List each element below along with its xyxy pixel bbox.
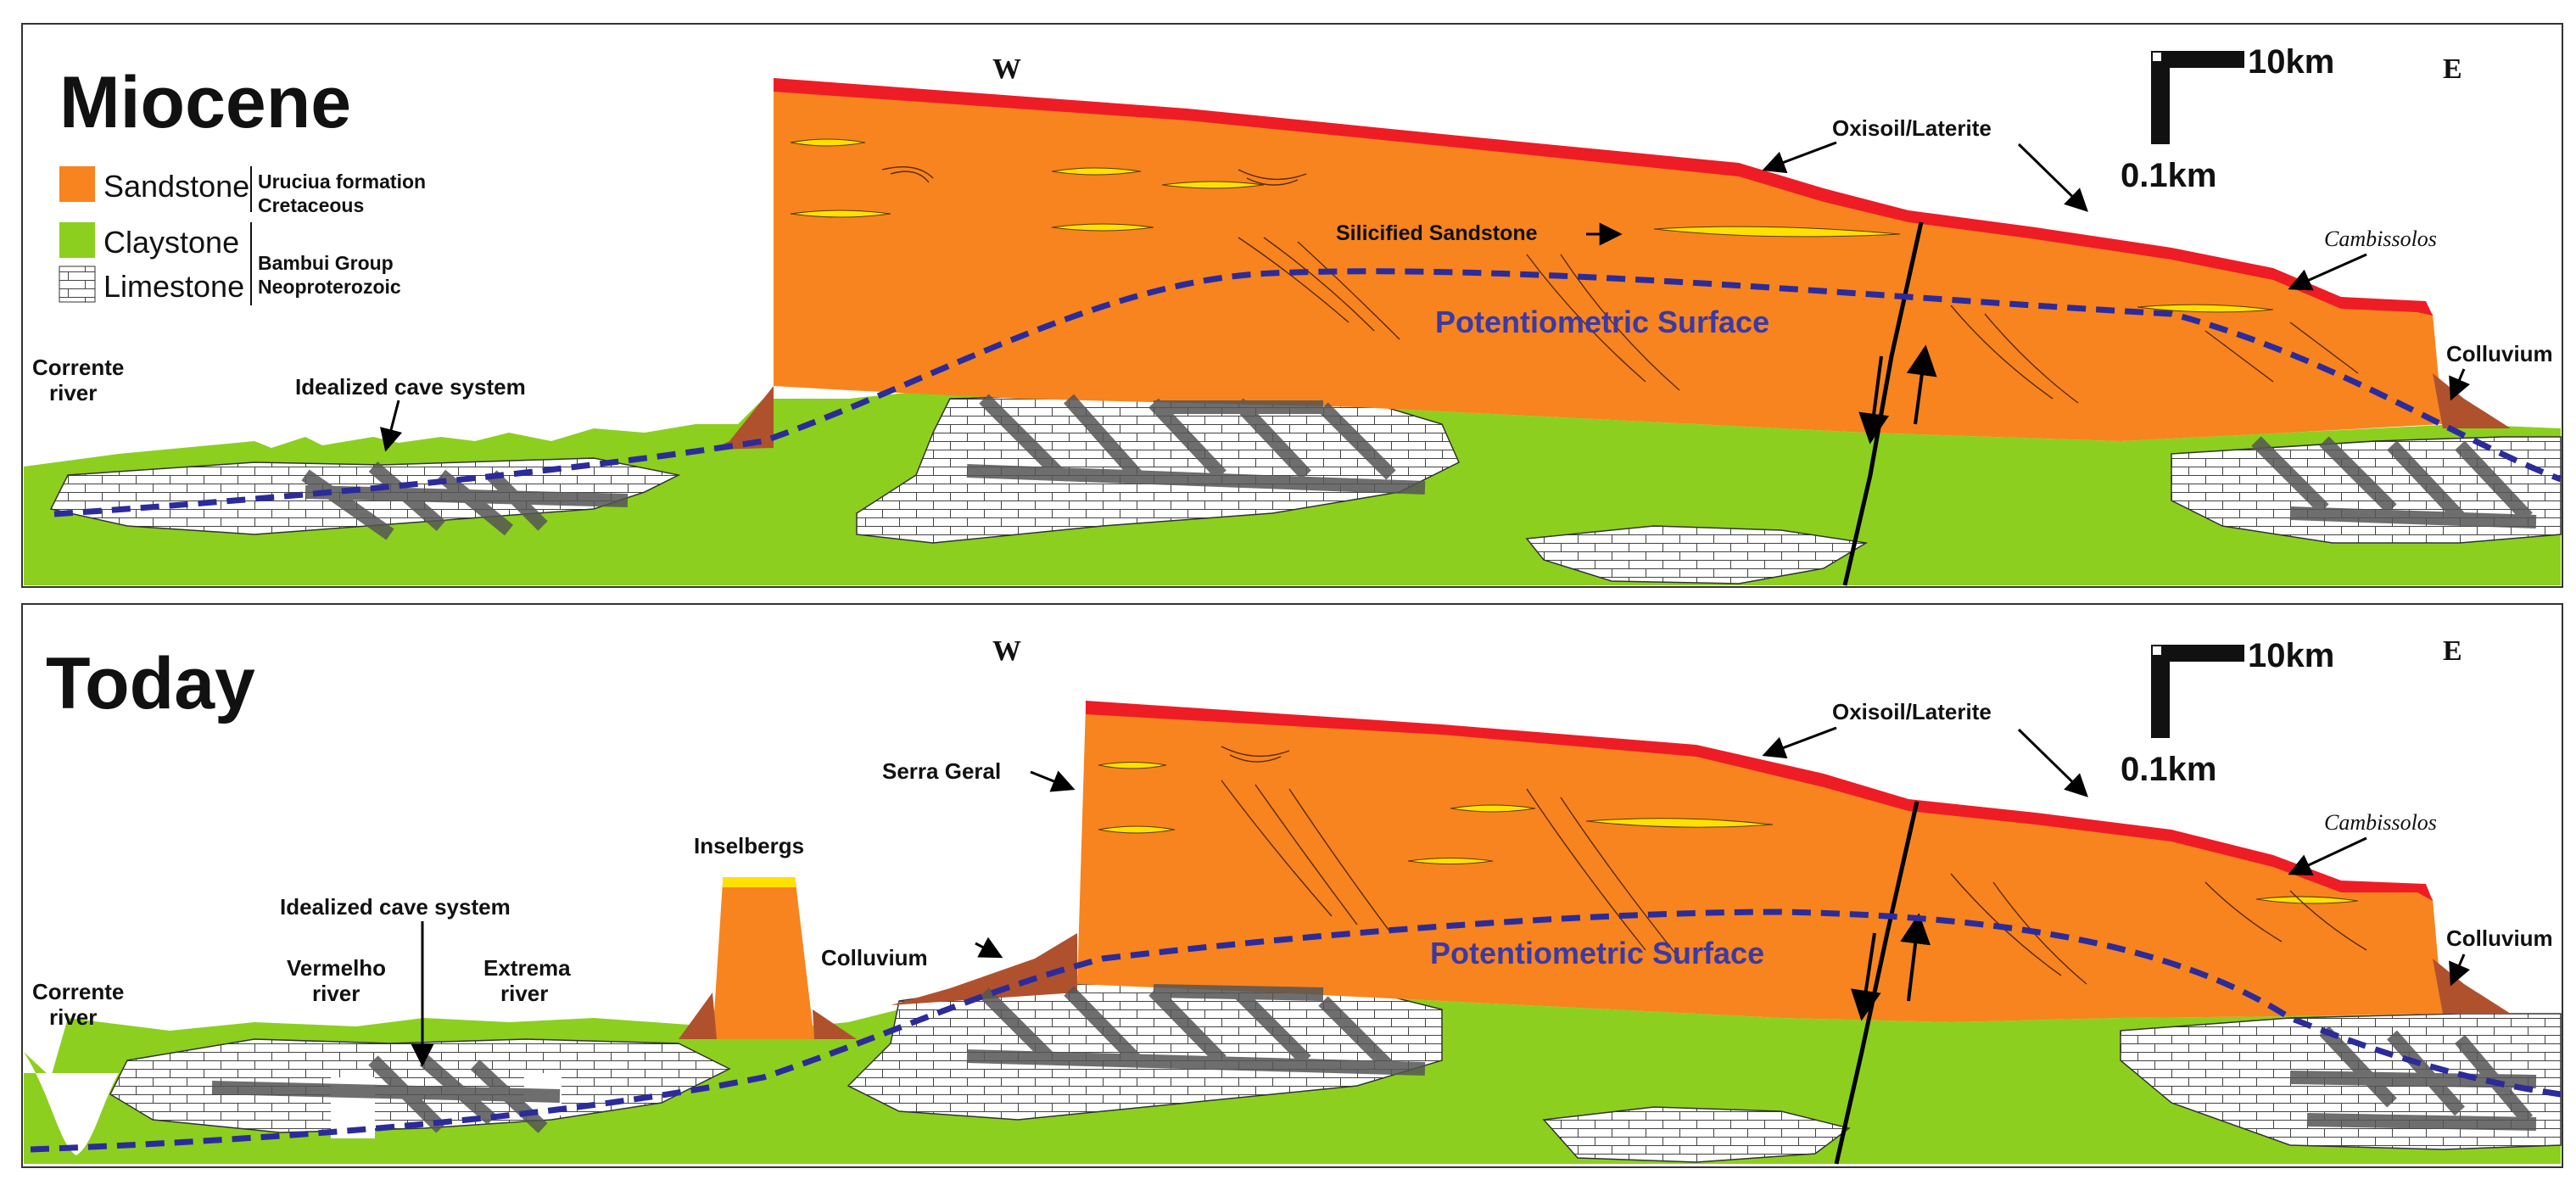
serra-geral-arrow <box>1030 770 1076 792</box>
legend-swatch-limestone <box>59 266 96 303</box>
oxisoil-arrow-east <box>2017 728 2088 797</box>
colluvium-label: Colluvium <box>2446 341 2553 366</box>
legend-uruciua: Uruciua formation <box>258 171 426 193</box>
colluvium-wedge <box>2433 959 2511 1014</box>
silicified-label: Silicified Sandstone <box>1336 221 1538 245</box>
fault-arrow-up <box>1900 913 1931 1002</box>
panel-title: Miocene <box>59 62 351 143</box>
cambissolos-arrow <box>2288 253 2367 291</box>
extrema-label-line1: Extrema <box>483 955 571 981</box>
corrente-label-line1: Corrente <box>32 355 124 380</box>
corrente-label-line2: river <box>49 380 97 405</box>
potentiometric-surface <box>53 268 2562 517</box>
colluvium-east-arrow <box>2449 953 2470 987</box>
scale-horizontal-label: 10km <box>2248 637 2334 674</box>
legend-bambui: Bambui Group <box>258 252 394 274</box>
scale-horizontal-label: 10km <box>2248 43 2334 81</box>
legend-neoproterozoic: Neoproterozoic <box>258 276 401 298</box>
inselberg <box>712 882 814 1039</box>
scale-vertical-label: 0.1km <box>2121 751 2216 788</box>
legend-limestone-label: Limestone <box>103 269 244 304</box>
panel-today: Today W E 10km 0.1km Oxisoil/Laterite Se… <box>21 603 2563 1168</box>
scale-bar: 10km 0.1km <box>2121 637 2334 788</box>
vermelho-label-line1: Vermelho <box>287 955 386 981</box>
inselberg-cap <box>723 877 796 887</box>
colluvium-wedge <box>813 1009 857 1039</box>
legend-sandstone-label: Sandstone <box>103 169 249 204</box>
corrente-valley <box>24 1052 119 1155</box>
corrente-label-line2: river <box>49 1004 97 1030</box>
west-label: W <box>992 635 1021 667</box>
serra-geral-label: Serra Geral <box>882 758 1001 784</box>
cross-bedding <box>881 165 2359 404</box>
silicified-lenses <box>1098 762 2359 904</box>
cave-label: Idealized cave system <box>280 894 511 920</box>
fault-arrow-down <box>1858 355 1890 445</box>
potentiometric-surface <box>30 909 2562 1153</box>
oxisoil-arrow-east <box>2017 143 2088 212</box>
cave-conduits <box>301 394 2537 540</box>
extrema-label-line2: river <box>500 981 548 1006</box>
panel-miocene: Miocene W E 10km 0.1km Oxisoil/Laterite … <box>21 23 2563 588</box>
fault-arrow-down <box>1851 932 1881 1021</box>
limestone-body <box>1542 1106 1851 1163</box>
colluvium-wedge <box>712 386 774 450</box>
legend-swatch-claystone <box>59 222 95 258</box>
cave-arrow <box>380 400 403 452</box>
scale-vertical-label: 0.1km <box>2121 157 2216 194</box>
east-label: E <box>2443 53 2462 85</box>
limestone-body <box>1525 525 1869 584</box>
legend: Sandstone Claystone Limestone Uruciua fo… <box>59 166 426 305</box>
oxisoil-label: Oxisoil/Laterite <box>1832 699 1992 724</box>
oxisoil-arrow <box>1762 726 1837 759</box>
silicified-lenses <box>790 138 2274 313</box>
potentiometric-label: Potentiometric Surface <box>1435 305 1769 339</box>
oxisoil-crust <box>774 78 2433 316</box>
cambissolos-arrow <box>2288 836 2367 875</box>
legend-swatch-sandstone <box>59 166 95 202</box>
fault-arrow-up <box>1906 344 1937 425</box>
oxisoil-label: Oxisoil/Laterite <box>1832 115 1992 141</box>
oxisoil-crust <box>1086 701 2433 901</box>
east-label: E <box>2443 635 2462 667</box>
oxisoil-arrow <box>1762 141 1837 174</box>
scale-bar: 10km 0.1km <box>2121 43 2334 194</box>
corrente-label-line1: Corrente <box>32 979 124 1004</box>
colluvium-arrow <box>2449 368 2470 401</box>
legend-claystone-label: Claystone <box>103 225 239 260</box>
cave-conduits <box>211 984 2537 1133</box>
panel-title: Today <box>46 643 255 724</box>
vermelho-label-line2: river <box>312 981 360 1006</box>
colluvium-east-label: Colluvium <box>2446 925 2553 951</box>
colluvium-wedge <box>679 992 717 1039</box>
legend-cretaceous: Cretaceous <box>258 194 364 216</box>
colluvium-west-label: Colluvium <box>821 945 928 970</box>
colluvium-wedge <box>2433 373 2511 428</box>
colluvium-west-arrow <box>975 937 1003 959</box>
west-label: W <box>992 53 1021 85</box>
cave-label: Idealized cave system <box>295 374 526 400</box>
cambissolos-label: Cambissolos <box>2324 226 2437 251</box>
colluvium-wedge <box>891 933 1077 1005</box>
sandstone-layer <box>1077 706 2443 1022</box>
sandstone-layer <box>774 83 2443 441</box>
inselbergs-label: Inselbergs <box>694 833 804 858</box>
cambissolos-label: Cambissolos <box>2324 810 2437 835</box>
potentiometric-label: Potentiometric Surface <box>1430 936 1764 970</box>
